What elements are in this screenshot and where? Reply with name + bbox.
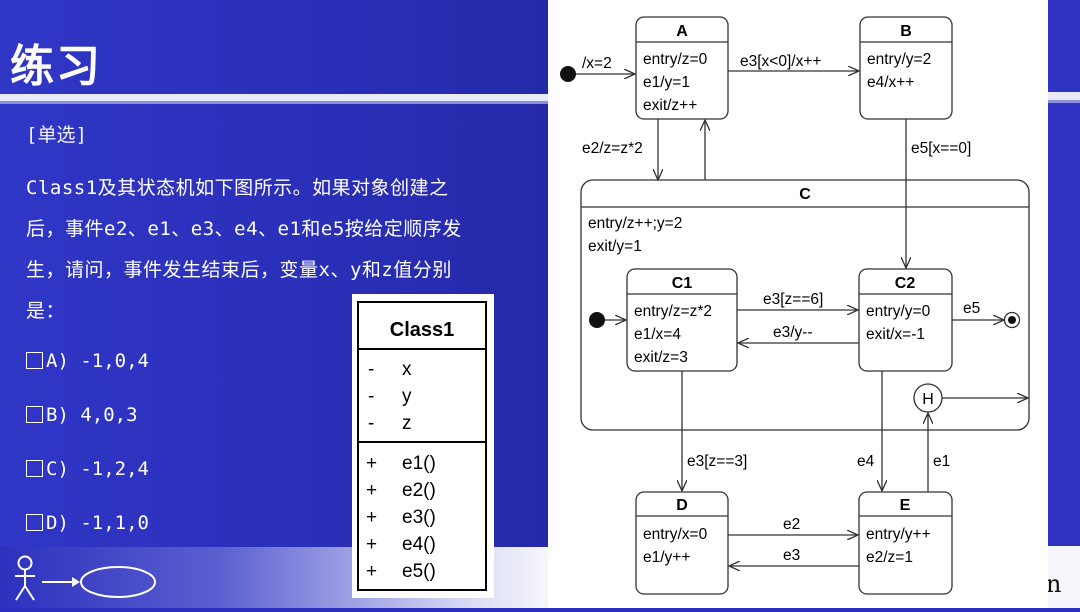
state-d-line: entry/x=0 (643, 526, 708, 543)
initial-state (560, 66, 576, 82)
op-name: e1() (402, 453, 436, 474)
state-e-line: e2/z=1 (866, 549, 913, 566)
attr-vis: - (368, 413, 374, 434)
state-c2-name: C2 (895, 275, 916, 292)
op-vis: + (366, 480, 377, 501)
attr-name: y (402, 386, 412, 407)
transition-label: e2/z=z*2 (582, 140, 643, 157)
right-divider-shadow (1048, 100, 1080, 103)
transition-label: e3[z==6] (763, 291, 823, 308)
state-d (635, 491, 729, 595)
state-a-line: exit/z++ (643, 97, 697, 114)
attr-vis: - (368, 386, 374, 407)
option-c[interactable]: C) -1,2,4 (26, 458, 149, 480)
state-d-line: e1/y++ (643, 549, 690, 566)
right-divider (1048, 92, 1080, 100)
state-e-line: entry/y++ (866, 526, 931, 543)
op-name: e4() (402, 534, 436, 555)
op-name: e2() (402, 480, 436, 501)
right-footer (1048, 546, 1080, 608)
right-edge-text: n (1046, 570, 1062, 598)
state-a-name: A (676, 23, 688, 40)
state-machine-diagram: A B C C1 C2 D E H entry/z=0 e1/y=1 exit/… (548, 0, 1048, 608)
state-c-name: C (799, 186, 811, 203)
final-state-dot (1008, 316, 1016, 324)
transition-label: e1 (933, 453, 950, 470)
state-e-name: E (900, 497, 911, 514)
option-label: A) -1,0,4 (46, 350, 149, 372)
state-c-line: entry/z++;y=2 (588, 215, 682, 232)
question-line: 后，事件e2、e1、e3、e4、e1和e5按给定顺序发 (26, 218, 462, 240)
transition-label: e5[x==0] (911, 140, 971, 157)
question-line: Class1及其状态机如下图所示。如果对象创建之 (26, 177, 449, 199)
state-b-line: e4/x++ (867, 74, 914, 91)
class-diagram-panel: Class1 - x - y - z + e1() + e2() + e3() … (352, 294, 494, 598)
transition-label: e4 (857, 453, 875, 470)
state-machine-svg: A B C C1 C2 D E H entry/z=0 e1/y=1 exit/… (560, 16, 1030, 595)
state-b-name: B (900, 23, 912, 40)
history-label: H (922, 391, 934, 408)
slide-title: 练习 (10, 41, 102, 92)
class-name: Class1 (390, 319, 455, 341)
transition-label: e3/y-- (773, 324, 813, 341)
state-c1-line: entry/z=z*2 (634, 303, 712, 320)
state-c2-line: entry/y=0 (866, 303, 931, 320)
class-box: Class1 - x - y - z + e1() + e2() + e3() … (357, 301, 487, 591)
option-label: C) -1,2,4 (46, 458, 149, 480)
option-checkbox[interactable] (26, 352, 43, 369)
option-b[interactable]: B) 4,0,3 (26, 404, 138, 426)
transition-label: e5 (963, 300, 980, 317)
title-divider-shadow (0, 101, 548, 104)
transition-label: /x=2 (582, 55, 612, 72)
state-c1-line: exit/z=3 (634, 349, 688, 366)
op-name: e5() (402, 561, 436, 582)
op-name: e3() (402, 507, 436, 528)
state-c-line: exit/y=1 (588, 238, 642, 255)
attr-name: x (402, 359, 412, 380)
state-c2-line: exit/x=-1 (866, 326, 925, 343)
option-a[interactable]: A) -1,0,4 (26, 350, 149, 372)
op-vis: + (366, 534, 377, 555)
op-vis: + (366, 453, 377, 474)
question-type: [单选] (26, 124, 87, 146)
attr-name: z (402, 413, 412, 434)
state-c1-line: e1/x=4 (634, 326, 681, 343)
option-label: D) -1,1,0 (46, 512, 149, 534)
option-checkbox[interactable] (26, 460, 43, 477)
state-b-line: entry/y=2 (867, 51, 931, 68)
transition-label: e2 (783, 516, 800, 533)
option-label: B) 4,0,3 (46, 404, 138, 426)
title-divider (0, 94, 548, 101)
option-checkbox[interactable] (26, 514, 43, 531)
state-e (858, 491, 953, 595)
op-vis: + (366, 507, 377, 528)
attr-vis: - (368, 359, 374, 380)
state-c1-name: C1 (672, 275, 693, 292)
transition-label: e3[z==3] (687, 453, 747, 470)
option-checkbox[interactable] (26, 406, 43, 423)
option-d[interactable]: D) -1,1,0 (26, 512, 149, 534)
initial-state-c (589, 312, 605, 328)
op-vis: + (366, 561, 377, 582)
usecase-logo-icon (15, 555, 156, 601)
transition-label: e3 (783, 547, 800, 564)
state-a-line: e1/y=1 (643, 74, 690, 91)
state-a-line: entry/z=0 (643, 51, 708, 68)
state-d-name: D (676, 497, 688, 514)
question-line: 生，请问，事件发生结束后，变量x、y和z值分别 (26, 259, 452, 281)
question-line: 是： (26, 300, 66, 322)
transition-label: e3[x<0]/x++ (740, 53, 821, 70)
